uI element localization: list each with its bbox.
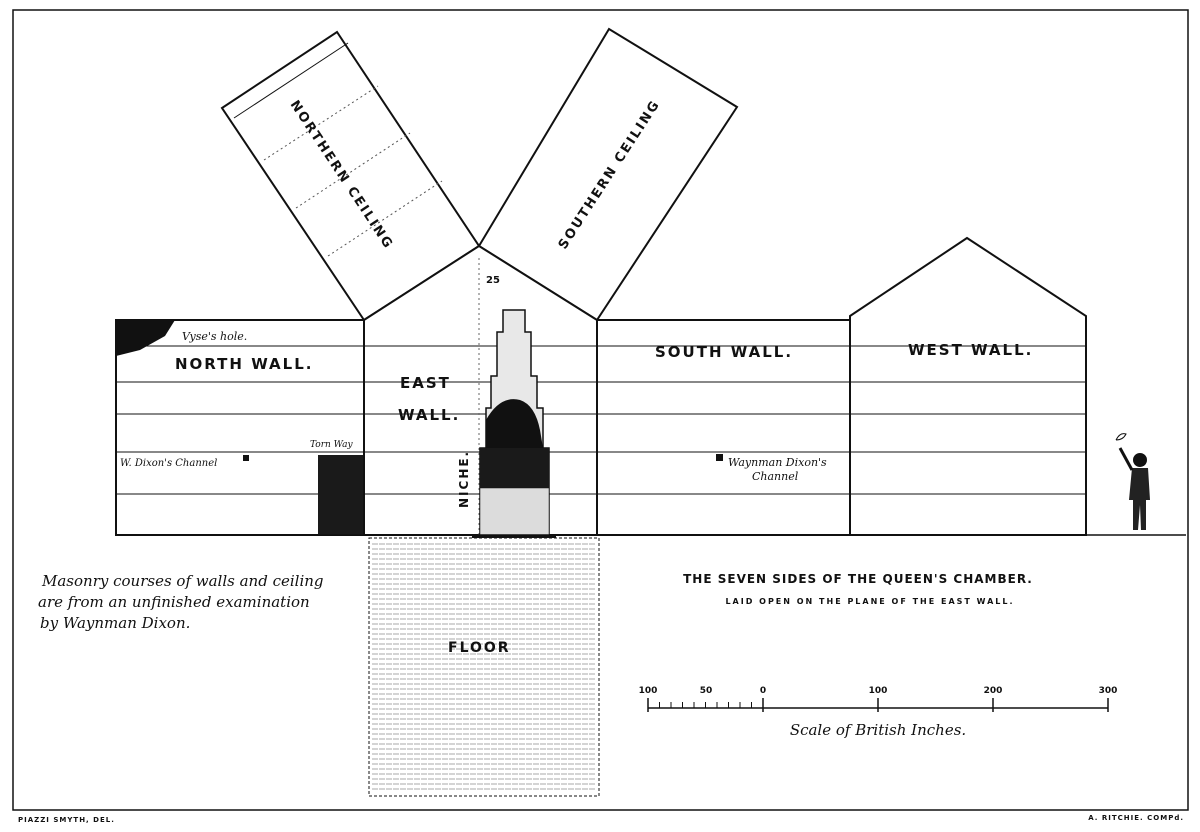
dixon-channel-south-label-1: Waynman Dixon's bbox=[728, 456, 827, 469]
scale-tick-label: 200 bbox=[984, 686, 1003, 696]
floor-label: FLOOR bbox=[448, 640, 511, 656]
vyses-hole-mark bbox=[116, 320, 175, 356]
scale-tick-label: 50 bbox=[700, 686, 713, 696]
south-wall-label: SOUTH WALL. bbox=[655, 343, 793, 361]
note-line-1: Masonry courses of walls and ceiling bbox=[41, 572, 324, 590]
scale-tick-label: 300 bbox=[1099, 686, 1118, 696]
title-sub: LAID OPEN ON THE PLANE OF THE EAST WALL. bbox=[725, 597, 1014, 606]
north-wall-label: NORTH WALL. bbox=[175, 355, 313, 373]
outer-frame bbox=[12, 9, 1189, 811]
scale-tick-label: 100 bbox=[869, 686, 888, 696]
scale-bar bbox=[647, 698, 1109, 712]
south-wall-panel bbox=[596, 319, 851, 536]
west-wall-label: WEST WALL. bbox=[908, 341, 1033, 359]
wall-label: WALL. bbox=[398, 406, 460, 424]
torn-way-label: Torn Way bbox=[310, 440, 354, 450]
human-figure bbox=[1115, 433, 1150, 530]
floor-panel bbox=[368, 537, 600, 797]
east-label: EAST bbox=[400, 374, 451, 392]
dixon-channel-north-label: W. Dixon's Channel bbox=[120, 458, 217, 469]
west-wall-panel bbox=[849, 236, 1087, 536]
scale-caption: Scale of British Inches. bbox=[790, 721, 966, 739]
north-wall-panel bbox=[115, 319, 365, 536]
torn-way-hole bbox=[318, 455, 364, 535]
niche bbox=[472, 309, 556, 553]
scale-tick-label: 100 bbox=[639, 686, 658, 696]
dixon-channel-south-mark bbox=[716, 454, 723, 461]
note-line-2: are from an unfinished examination bbox=[38, 593, 310, 611]
title-main: THE SEVEN SIDES OF THE QUEEN'S CHAMBER. bbox=[683, 572, 1033, 586]
scale-tick-label: 0 bbox=[760, 686, 766, 696]
dixon-channel-south-label-2: Channel bbox=[752, 470, 799, 483]
niche-height-label: 25 bbox=[486, 275, 500, 286]
note-line-3: by Waynman Dixon. bbox=[40, 614, 190, 632]
vyses-hole-label: Vyse's hole. bbox=[182, 330, 247, 343]
credit-left: PIAZZI SMYTH, DEL. bbox=[18, 816, 115, 824]
credit-right: A. RITCHIE. COMPd. bbox=[1088, 814, 1184, 822]
dixon-channel-north-mark bbox=[243, 455, 249, 461]
niche-label: NICHE. bbox=[457, 450, 471, 508]
